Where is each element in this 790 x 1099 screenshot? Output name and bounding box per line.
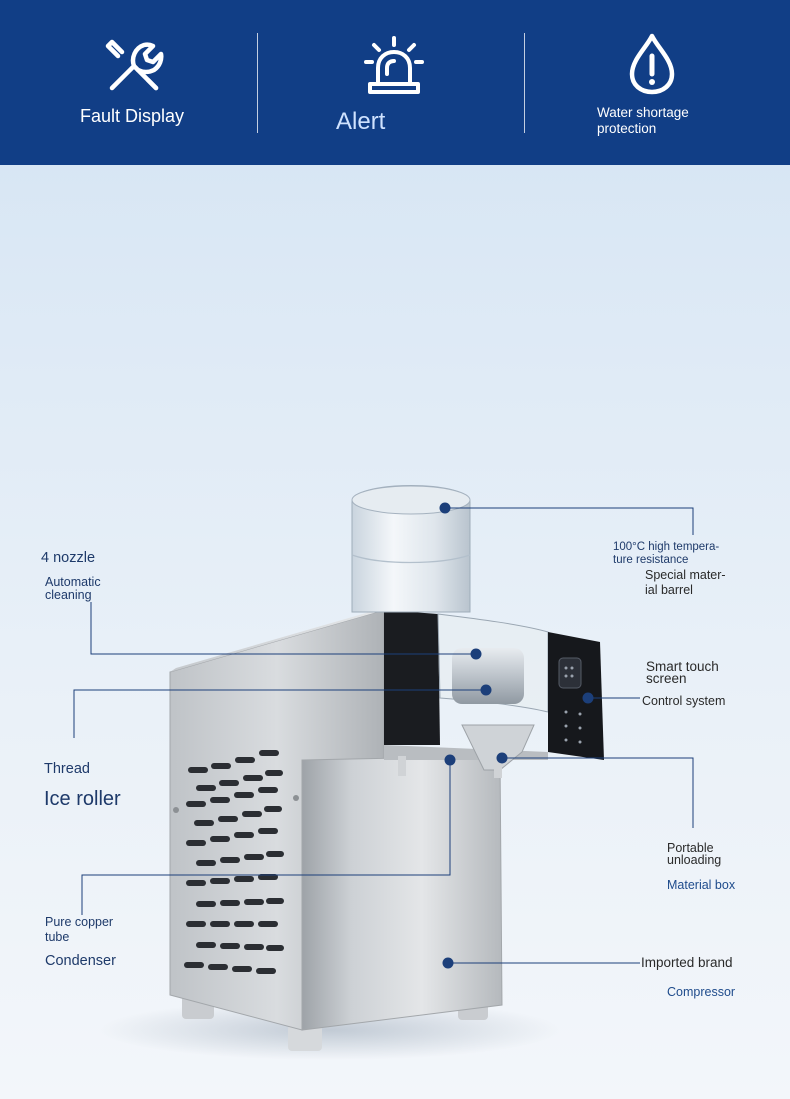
banner-divider: [257, 33, 258, 133]
banner-divider: [524, 33, 525, 133]
machine-top: [170, 606, 390, 672]
callout-condenser-line-2: tube: [45, 930, 70, 944]
callout-box-subtitle: Material box: [667, 878, 736, 892]
ice-roller: [452, 648, 524, 704]
discharge-chute: [461, 724, 535, 771]
feature-label-fault-display: Fault Display: [80, 106, 185, 126]
touch-screen: [558, 657, 582, 689]
callout-box-title-1: Portable: [667, 841, 714, 855]
feature-label-water-shortage-1: Water shortage: [597, 105, 689, 120]
feature-fault-display: Fault Display: [0, 0, 262, 165]
floor-shadow: [100, 1000, 560, 1060]
callout-barrel-title-1: Special mater-: [645, 568, 726, 582]
feature-label-water-shortage-2: protection: [597, 121, 657, 136]
callout-leader-lines: [73, 507, 694, 964]
callout-compressor-title: Imported brand: [641, 955, 733, 970]
callout-condenser-title: Condenser: [45, 953, 116, 969]
callout-screen-title-2: screen: [646, 671, 687, 686]
control-panel: [548, 632, 604, 760]
callout-nozzle-line-1: Automatic: [45, 575, 101, 589]
callout-nozzle-title: 4 nozzle: [41, 550, 96, 566]
callout-compressor-subtitle: Compressor: [667, 985, 736, 999]
callout-screen-title-1: Smart touch: [646, 659, 719, 674]
callout-roller-title: Thread: [44, 761, 90, 777]
water-drop-exclamation-icon: [629, 33, 675, 95]
callout-roller-subtitle: Ice roller: [44, 788, 121, 810]
foot: [288, 1025, 322, 1051]
callout-box-title-2: unloading: [667, 853, 722, 867]
callout-nozzle-line-2: cleaning: [45, 588, 92, 602]
machine-front-cabinet: [301, 755, 503, 1031]
callout-screen-subtitle: Control system: [642, 694, 726, 708]
callout-barrel-line-1: 100°C high tempera-: [613, 541, 720, 553]
callout-barrel-title-2: ial barrel: [645, 583, 693, 597]
side-vents: [184, 750, 284, 974]
callout-condenser-line-1: Pure copper: [45, 915, 114, 929]
feature-banner: Fault Display Alert Water shortage: [0, 0, 790, 165]
feature-alert: Alert: [262, 0, 526, 165]
wrench-screwdriver-icon: [105, 39, 164, 91]
alarm-light-icon: [364, 36, 424, 94]
feature-water-shortage: Water shortage protection: [526, 0, 790, 165]
callout-dots: [439, 502, 594, 969]
callout-barrel-line-2: ture resistance: [613, 554, 689, 566]
feature-label-alert: Alert: [336, 108, 386, 135]
machine-head-left-panel: [384, 610, 440, 745]
